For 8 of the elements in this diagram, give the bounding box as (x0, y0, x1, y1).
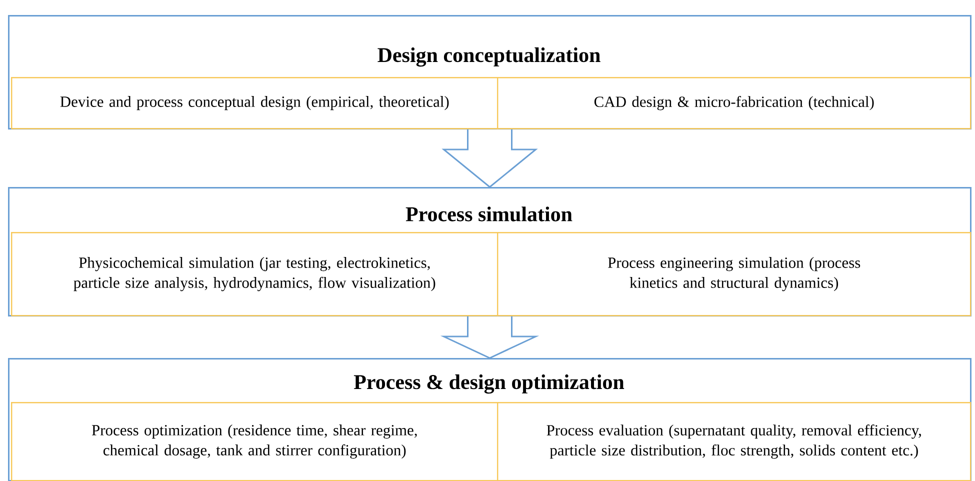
block-arrow (442, 128, 538, 188)
text-box: CAD design & micro-fabrication (technical) (497, 77, 972, 130)
text-box: Process engineering simulation (process kinetics and structural dynamics) (497, 232, 972, 316)
text-box: Process optimization (residence time, shear regime, chemical dosage, tank and stirrer configuration) (11, 402, 498, 481)
text-box: Device and process conceptual design (empirical, theoretical) (11, 77, 498, 130)
text-box: Process evaluation (supernatant quality, removal efficiency, particle size distribution, floc strength, solids content etc.) (497, 402, 972, 481)
block-arrow (440, 316, 540, 359)
text-box: Physicochemical simulation (jar testing, electrokinetics, particle size analysis, hydrodynamics, flow visualization) (11, 232, 498, 316)
